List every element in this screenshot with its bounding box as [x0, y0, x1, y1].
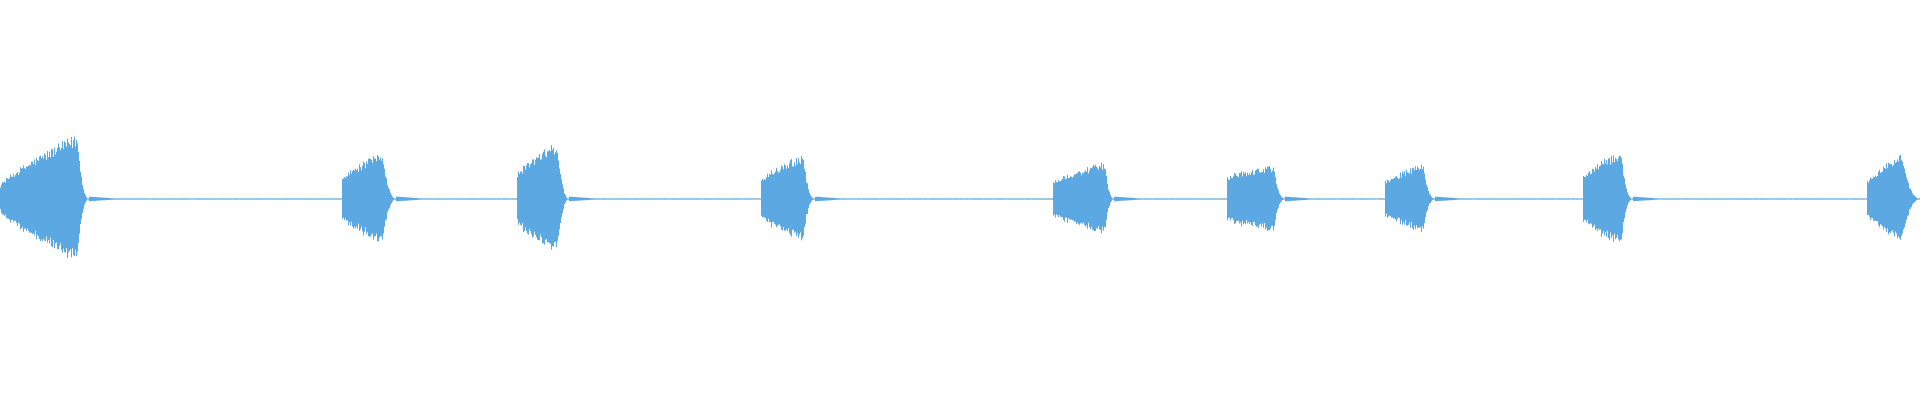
- waveform-signal: [0, 136, 1920, 258]
